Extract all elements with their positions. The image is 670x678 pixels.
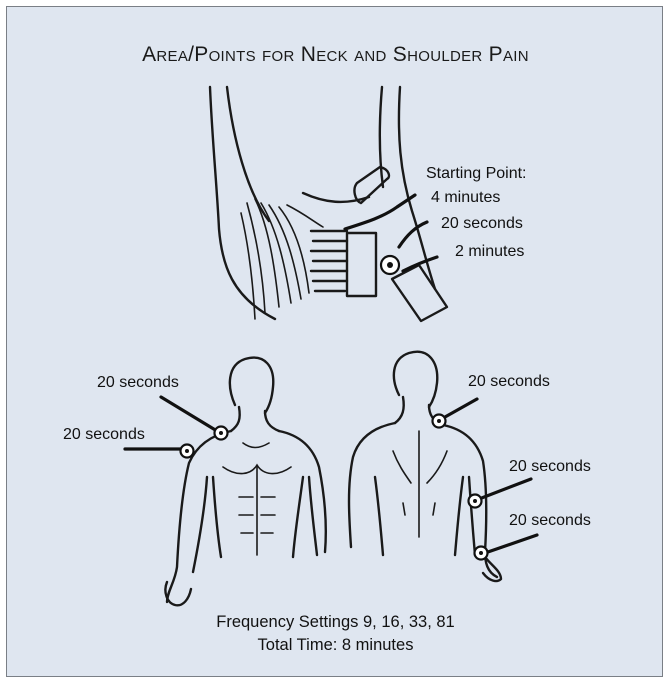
shoulder-blades — [393, 451, 447, 483]
back-torso-right — [455, 477, 463, 555]
neck-closeup — [210, 87, 447, 321]
angled-pad — [392, 265, 447, 321]
neck-starting-label: Starting Point: — [426, 165, 527, 183]
trachea-rings — [311, 231, 347, 291]
torso-right — [293, 477, 303, 557]
lead-line-2min — [403, 257, 437, 271]
back-left-arm — [349, 423, 395, 547]
back-neck-left — [395, 397, 404, 423]
front-neck-right — [265, 411, 279, 431]
frequency-caption: Frequency Settings 9, 16, 33, 81 — [7, 613, 663, 632]
muscle-fiber — [269, 205, 301, 299]
front-upper-label: 20 seconds — [97, 374, 179, 392]
muscle-fiber — [287, 205, 323, 227]
front-left-arm-outer — [167, 431, 231, 602]
front-shoulder-dot — [219, 431, 223, 435]
front-upper-lead — [161, 397, 217, 431]
neck-label-2min: 2 minutes — [455, 243, 524, 261]
back-head — [394, 352, 437, 407]
back-elbow-dot — [473, 499, 477, 503]
starting-point-dot — [387, 262, 393, 268]
neck-label-4min: 4 minutes — [431, 189, 500, 207]
back-wrist-dot — [479, 551, 483, 555]
back-right-arm-inner — [469, 477, 475, 555]
collarbone — [243, 443, 269, 448]
neck-label-20sec: 20 seconds — [441, 215, 523, 233]
muscle-fiber — [279, 207, 309, 293]
back-wrist-label: 20 seconds — [509, 512, 591, 530]
back-torso-left — [375, 477, 383, 555]
front-figure — [125, 358, 326, 606]
front-lower-label: 20 seconds — [63, 426, 145, 444]
neck-right-inner — [380, 87, 383, 187]
jaw-line — [227, 87, 269, 221]
back-wrist-lead — [485, 535, 537, 553]
back-shoulder-lead — [445, 399, 477, 417]
back-shoulder-dot — [437, 419, 441, 423]
electrode-pad — [347, 233, 376, 296]
torso-left — [213, 477, 221, 557]
neck-left-contour — [210, 87, 275, 319]
front-arm-dot — [185, 449, 189, 453]
illustration — [7, 7, 663, 677]
total-time-caption: Total Time: 8 minutes — [7, 636, 663, 655]
back-shoulder-label: 20 seconds — [468, 373, 550, 391]
diagram-frame: Area/Points for Neck and Shoulder Pain — [6, 6, 663, 677]
front-left-arm-inner — [193, 477, 207, 572]
front-neck-left — [231, 407, 240, 431]
front-head — [230, 358, 273, 413]
back-elbow-label: 20 seconds — [509, 458, 591, 476]
front-right-arm-inner — [309, 477, 317, 555]
front-right-arm-outer — [279, 431, 326, 552]
